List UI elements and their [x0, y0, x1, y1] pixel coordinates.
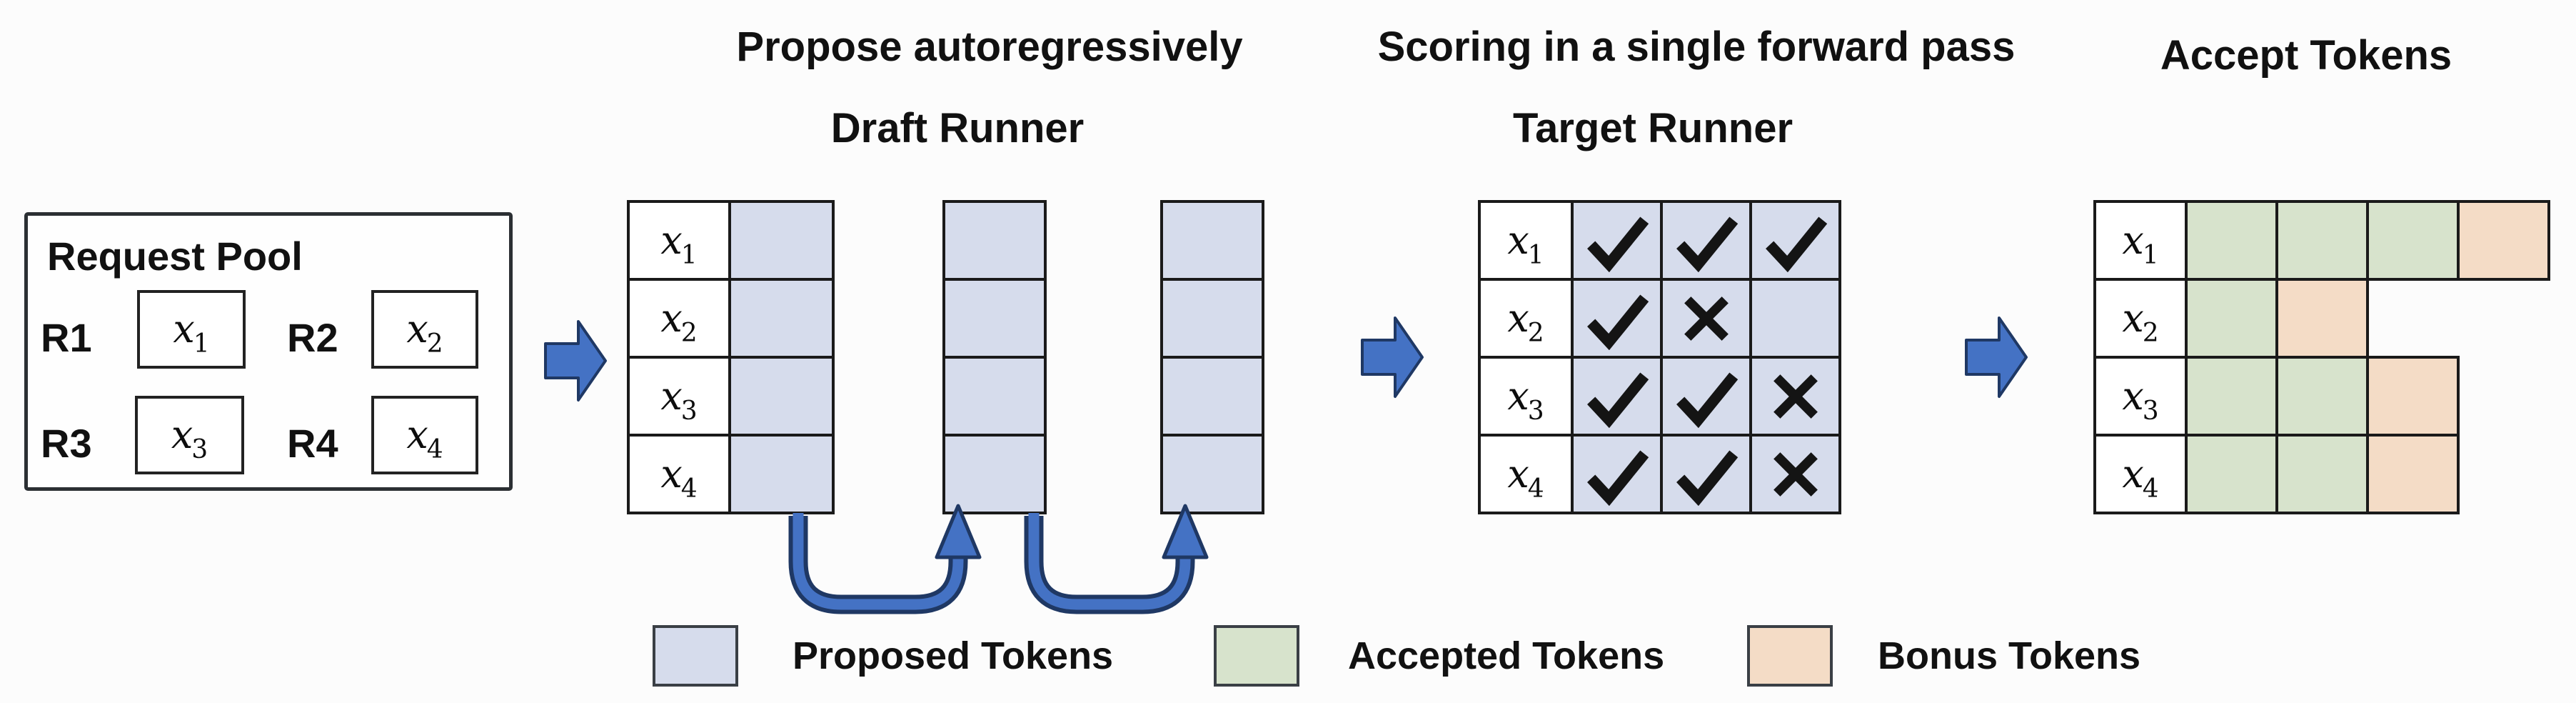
accept-bonus-cell — [2457, 200, 2550, 281]
check-icon — [1765, 216, 1827, 272]
target-runner-subheading: Target Runner — [1512, 105, 1793, 151]
cross-icon — [1773, 374, 1818, 419]
target-score-cell — [1660, 200, 1752, 281]
token-label: x3 — [1507, 373, 1544, 426]
cross-icon — [1773, 452, 1818, 497]
token-label: x1 — [2122, 217, 2159, 270]
legend-label-bonus: Bonus Tokens — [1878, 634, 2141, 677]
flow-arrow-pool-to-draft — [544, 320, 607, 402]
autoregressive-arrow-step1 — [788, 504, 982, 614]
check-icon — [1586, 449, 1649, 506]
draft-row-label-cell: x3 — [627, 356, 731, 437]
draft-proposed-cell-step1 — [728, 278, 835, 359]
token-label: x1 — [1507, 217, 1544, 270]
token-label: x4 — [660, 451, 698, 504]
target-row-label-cell: x3 — [1478, 356, 1574, 437]
accept-accepted-cell — [2275, 356, 2369, 437]
request-pool-title: Request Pool — [47, 234, 303, 279]
target-score-cell — [1660, 356, 1752, 437]
request-token-box: x3 — [135, 396, 244, 474]
target-score-cell — [1749, 356, 1841, 437]
token-label: x2 — [660, 295, 698, 348]
token-label: x2 — [2122, 295, 2159, 348]
token-label: x3 — [171, 412, 208, 464]
draft-runner-subheading: Draft Runner — [830, 105, 1085, 151]
flow-arrow-draft-to-target — [1361, 316, 1424, 398]
token-label: x4 — [406, 412, 443, 464]
check-icon — [1586, 216, 1649, 272]
request-id-r2: R2 — [287, 315, 338, 360]
target-row-label-cell: x2 — [1478, 278, 1574, 359]
request-token-box: x2 — [371, 290, 478, 369]
draft-proposed-cell-step3 — [1160, 278, 1264, 359]
draft-proposed-cell-step3 — [1160, 356, 1264, 437]
request-token-box: x1 — [137, 290, 246, 369]
accept-stage-heading: Accept Tokens — [2160, 32, 2452, 79]
legend-label-accepted: Accepted Tokens — [1348, 634, 1665, 677]
request-id-r4: R4 — [287, 421, 338, 466]
draft-row-label-cell: x1 — [627, 200, 731, 281]
target-score-cell — [1749, 278, 1841, 359]
draft-stage-heading: Propose autoregressively — [736, 24, 1243, 70]
target-row-label-cell: x4 — [1478, 434, 1574, 514]
cross-icon — [1684, 296, 1729, 341]
check-icon — [1676, 216, 1738, 272]
flow-arrow-target-to-accept — [1965, 316, 2028, 398]
target-score-cell — [1749, 434, 1841, 514]
token-label: x1 — [173, 306, 210, 359]
token-label: x4 — [1507, 451, 1544, 504]
request-token-box: x4 — [371, 396, 478, 474]
token-label: x3 — [2122, 373, 2159, 426]
token-label: x4 — [2122, 451, 2159, 504]
accept-row-label-cell: x4 — [2093, 434, 2188, 514]
scoring-stage-heading: Scoring in a single forward pass — [1377, 24, 2016, 70]
autoregressive-arrow-step2 — [1024, 504, 1209, 614]
request-id-r3: R3 — [41, 421, 92, 466]
draft-proposed-cell-step1 — [728, 356, 835, 437]
legend-swatch-bonus — [1747, 625, 1833, 687]
request-id-r1: R1 — [41, 315, 92, 360]
legend-label-proposed: Proposed Tokens — [793, 634, 1114, 677]
check-icon — [1676, 449, 1738, 506]
legend-swatch-accepted — [1214, 625, 1299, 687]
draft-proposed-cell-step3 — [1160, 434, 1264, 514]
accept-bonus-cell — [2366, 434, 2460, 514]
token-label: x2 — [406, 306, 443, 359]
check-icon — [1586, 294, 1649, 350]
token-label: x1 — [660, 217, 698, 270]
check-icon — [1586, 372, 1649, 428]
accept-row-label-cell: x3 — [2093, 356, 2188, 437]
token-label: x2 — [1507, 295, 1544, 348]
draft-proposed-cell-step1 — [728, 434, 835, 514]
draft-proposed-cell-step2 — [942, 434, 1047, 514]
token-label: x3 — [660, 373, 698, 426]
legend-swatch-proposed — [653, 625, 738, 687]
draft-row-label-cell: x4 — [627, 434, 731, 514]
check-icon — [1676, 372, 1738, 428]
target-score-cell — [1571, 356, 1663, 437]
accept-row-label-cell: x1 — [2093, 200, 2188, 281]
